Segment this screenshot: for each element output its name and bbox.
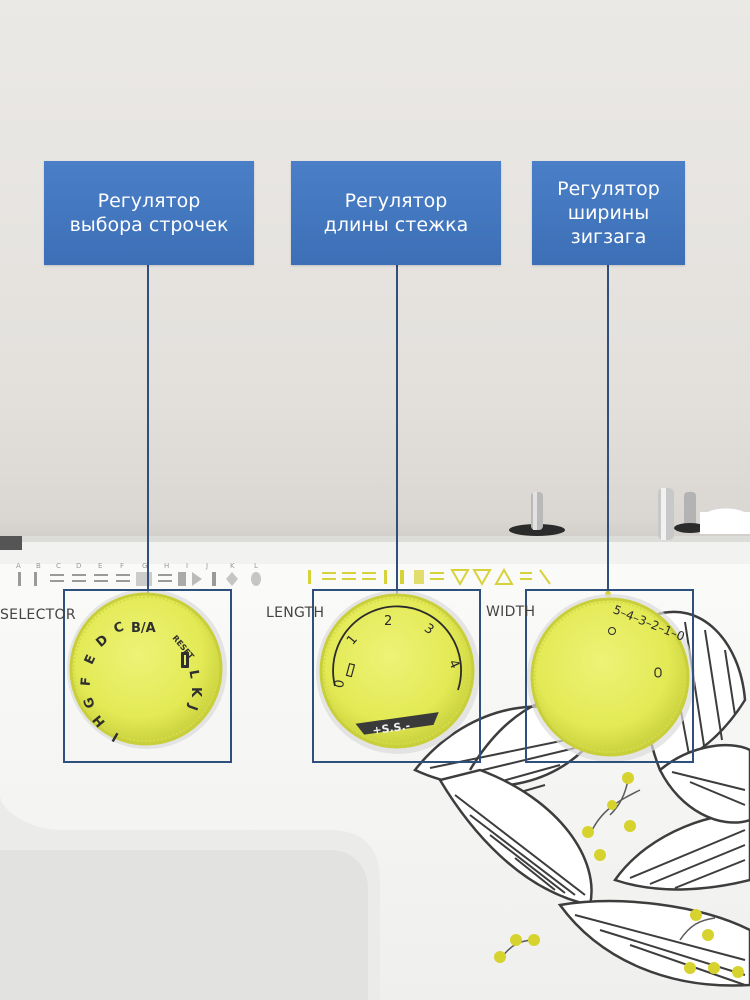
selector-letter-j: J — [184, 702, 200, 713]
svg-text:J: J — [205, 562, 208, 570]
svg-text:C: C — [56, 562, 61, 570]
length-callout-line1: Регулятор — [344, 190, 448, 212]
width-callout-line3: зигзага — [570, 226, 647, 248]
selector-dial[interactable] — [69, 592, 223, 746]
selector-letter-k: K — [188, 687, 203, 698]
spool-pin-right — [658, 488, 750, 540]
length-callout-line2: длины стежка — [323, 214, 469, 236]
selector-label: SELECTOR — [0, 607, 76, 623]
width-frame — [525, 589, 694, 763]
leader-lines — [147, 265, 609, 595]
svg-text:A: A — [16, 562, 21, 570]
selector-letter-g: G — [81, 695, 99, 710]
length-ss-label: +S.S.- — [372, 719, 411, 737]
selector-letter-f: F — [79, 677, 95, 687]
svg-text:D: D — [76, 562, 81, 570]
svg-text:F: F — [120, 562, 124, 570]
length-dial[interactable] — [319, 593, 475, 749]
length-callout: Регулятор длины стежка — [291, 161, 501, 265]
length-frame — [312, 589, 481, 763]
width-callout-line1: Регулятор — [557, 178, 660, 200]
length-label: LENGTH — [266, 605, 325, 621]
selector-letter-i: I — [110, 729, 122, 744]
width-callout-line2: ширины — [567, 202, 650, 224]
selector-callout: Регулятор выбора строчек — [44, 161, 254, 265]
pattern-letters-left: A B C D E F G H I J K L — [16, 562, 258, 570]
machine-edge-detail — [0, 536, 22, 550]
width-callout: Регулятор ширины зигзага — [532, 161, 685, 265]
width-dial[interactable] — [530, 597, 690, 757]
stitch-pattern-chart-right — [308, 567, 551, 587]
svg-text:H: H — [164, 562, 169, 570]
selector-callout-line1: Регулятор — [97, 190, 201, 212]
selector-letter-l: L — [185, 669, 201, 680]
selector-ba-label: B/A — [131, 621, 156, 636]
svg-text:I: I — [186, 562, 188, 570]
width-label: WIDTH — [486, 604, 536, 620]
svg-text:B: B — [36, 562, 41, 570]
svg-text:G: G — [142, 562, 147, 570]
length-mark-2: 2 — [384, 614, 392, 629]
flower-dots — [494, 772, 744, 978]
svg-text:L: L — [254, 562, 258, 570]
length-mark-0: 0 — [332, 679, 348, 690]
selector-callout-line2: выбора строчек — [69, 214, 229, 236]
svg-text:K: K — [230, 562, 235, 570]
selector-frame — [63, 589, 232, 763]
spool-pin-left — [509, 492, 565, 536]
svg-text:E: E — [98, 562, 102, 570]
